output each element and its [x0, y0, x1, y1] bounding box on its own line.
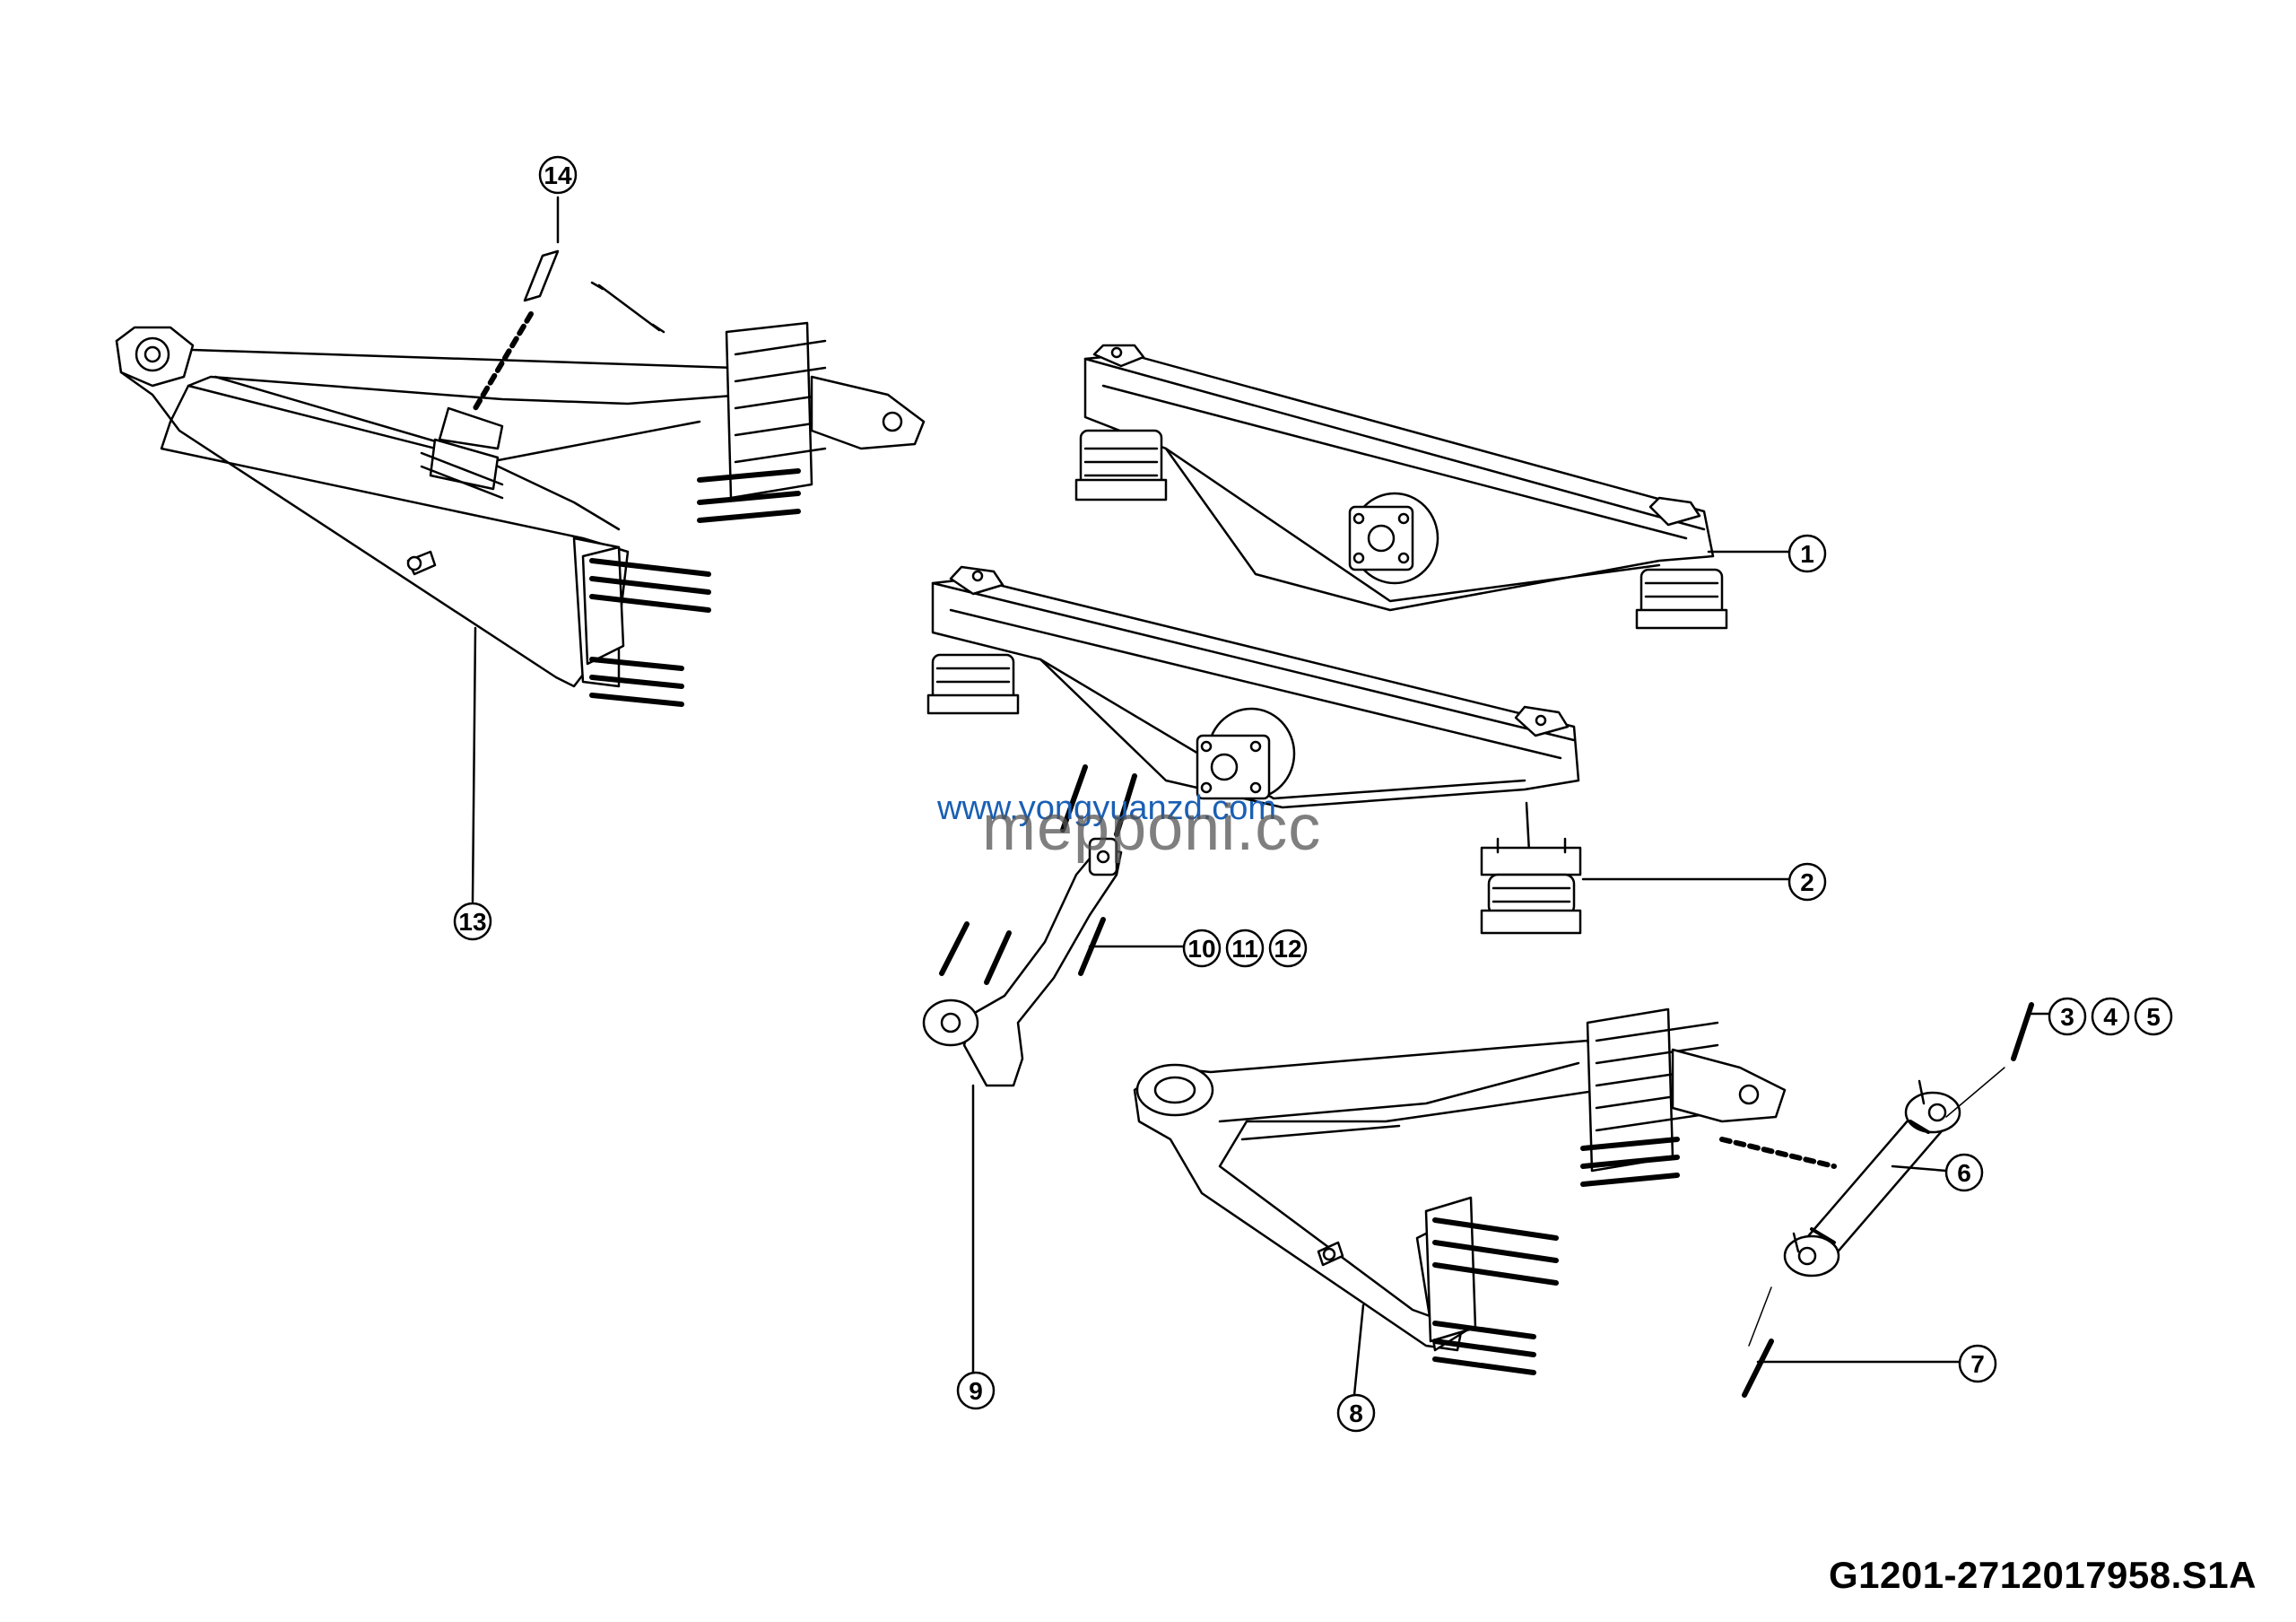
- callout-label-9: 9: [969, 1377, 983, 1405]
- spring-bracket-bolts-13a: [697, 321, 926, 523]
- callout-6: 6: [1944, 1153, 1984, 1192]
- document-code: G1201-2712017958.S1A: [1828, 1554, 2257, 1596]
- callout-4: 4: [2091, 997, 2130, 1036]
- callout-label-1: 1: [1800, 540, 1814, 568]
- callout-label-6: 6: [1957, 1159, 1971, 1187]
- axle-hub-1: [1348, 492, 1439, 585]
- callout-label-8: 8: [1349, 1400, 1363, 1427]
- callout-9: 9: [956, 1371, 996, 1410]
- axle-hub-2: [1196, 707, 1296, 800]
- pin-14: [420, 249, 665, 500]
- callout-label-7: 7: [1970, 1350, 1985, 1378]
- spring-bracket-bolts-8a: [1580, 1007, 1787, 1187]
- bolt-7: [1742, 1286, 1774, 1398]
- watermark-text: mepponi.cc: [982, 792, 1322, 864]
- torque-rod-9: [922, 837, 1123, 1087]
- air-spring-1b: [1635, 568, 1728, 630]
- callout-label-5: 5: [2146, 1003, 2161, 1031]
- air-spring-2a: [926, 653, 1020, 715]
- callout-label-3: 3: [2060, 1003, 2074, 1031]
- callout-label-2: 2: [1800, 868, 1814, 896]
- callout-14: 14: [538, 155, 578, 195]
- a-frame-torque-rod-13: [115, 321, 926, 707]
- callout-label-12: 12: [1274, 935, 1301, 963]
- callout-7: 7: [1958, 1344, 1997, 1383]
- spring-bracket-bolts-8b: [1424, 1196, 1559, 1375]
- bolt-3-4-5: [1945, 1002, 2034, 1118]
- callout-3: 3: [2048, 997, 2087, 1036]
- callouts: 1 2 3 4 5 6 7 8 9 10 11 12 13 14: [453, 155, 2173, 1433]
- axle-beam-2: [926, 565, 1580, 809]
- callout-2: 2: [1787, 862, 1827, 902]
- spring-bracket-bolts-13b: [581, 545, 711, 707]
- callout-5: 5: [2134, 997, 2173, 1036]
- leader-8: [1352, 1304, 1365, 1397]
- callout-1: 1: [1787, 534, 1827, 573]
- callout-label-10: 10: [1187, 935, 1215, 963]
- callout-12: 12: [1268, 929, 1308, 968]
- callout-label-11: 11: [1231, 935, 1258, 963]
- leader-6: [1891, 1164, 1948, 1173]
- air-spring-2: [1480, 801, 1582, 935]
- air-spring-1a: [1074, 429, 1168, 501]
- leader-13: [471, 626, 477, 903]
- torque-rod-6: [1783, 1079, 1961, 1278]
- callout-11: 11: [1225, 929, 1265, 968]
- callout-label-13: 13: [458, 908, 486, 936]
- dashed-link-8: [1719, 1137, 1837, 1169]
- callout-10: 10: [1182, 929, 1222, 968]
- callout-label-14: 14: [544, 161, 572, 189]
- watermark-url: www.yongyuanzd.com: [937, 789, 1277, 827]
- callout-13: 13: [453, 902, 492, 941]
- axle-beam-1: [1074, 344, 1728, 630]
- a-frame-torque-rod-8: [1133, 1039, 1603, 1352]
- callout-label-4: 4: [2103, 1003, 2118, 1031]
- callout-8: 8: [1336, 1393, 1376, 1433]
